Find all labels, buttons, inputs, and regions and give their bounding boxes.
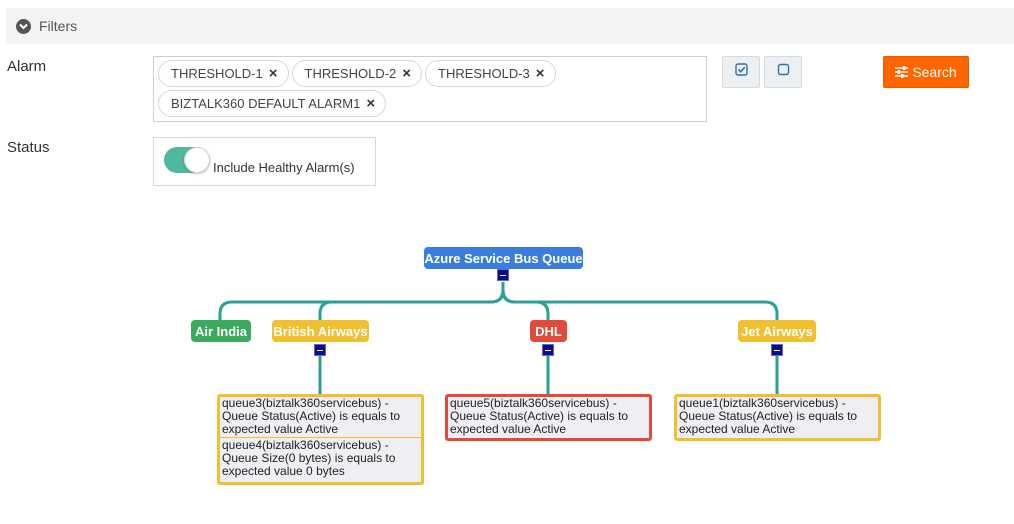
alarm-tag: THRESHOLD-1 × [158, 60, 289, 87]
filters-panel-header[interactable]: Filters [6, 8, 1014, 44]
toggle-knob [184, 147, 210, 173]
alarm-tag: THRESHOLD-3 × [425, 60, 556, 87]
alarm-multiselect[interactable]: THRESHOLD-1 × THRESHOLD-2 × THRESHOLD-3 … [153, 56, 707, 122]
alarm-tag-label: THRESHOLD-3 [438, 66, 530, 81]
alarm-tag-label: THRESHOLD-2 [304, 66, 397, 81]
alarm-detail-box: queue5(biztalk360servicebus) - Queue Sta… [445, 394, 652, 441]
close-icon[interactable]: × [402, 65, 412, 82]
collapse-icon[interactable] [314, 344, 326, 356]
alarm-tag-label: THRESHOLD-1 [171, 66, 263, 81]
tree-node-root[interactable]: Azure Service Bus Queue [424, 247, 583, 269]
alarm-tag: BIZTALK360 DEFAULT ALARM1 × [158, 90, 387, 117]
status-filter-box: Include Healthy Alarm(s) [153, 137, 376, 186]
connector-british-airways [318, 282, 505, 320]
collapse-icon[interactable] [542, 344, 554, 356]
tree-node-british-airways[interactable]: British Airways [272, 320, 369, 342]
alarm-detail-item: queue5(biztalk360servicebus) - Queue Sta… [450, 396, 629, 436]
tree-node-jet-airways[interactable]: Jet Airways [738, 320, 816, 342]
alarm-tag: THRESHOLD-2 × [291, 60, 423, 87]
connector-jet-airways [501, 282, 779, 320]
tree-node-dhl[interactable]: DHL [530, 320, 567, 342]
chevron-down-icon [16, 18, 31, 34]
close-icon[interactable]: × [268, 65, 278, 82]
collapse-icon[interactable] [771, 344, 783, 356]
alarm-detail-box: queue3(biztalk360servicebus) - Queue Sta… [217, 394, 424, 485]
sliders-icon [895, 66, 909, 78]
checkbox-empty-icon [777, 63, 790, 81]
alarm-label: Alarm [7, 58, 47, 75]
include-healthy-label: Include Healthy Alarm(s) [213, 160, 355, 175]
collapse-icon[interactable] [497, 269, 509, 281]
alarm-detail-box: queue1(biztalk360servicebus) - Queue Sta… [674, 394, 881, 441]
search-button-label: Search [912, 64, 957, 80]
clear-all-button[interactable] [764, 56, 802, 88]
close-icon[interactable]: × [535, 65, 545, 82]
alarm-detail-item: queue4(biztalk360servicebus) - Queue Siz… [220, 437, 421, 478]
status-label: Status [7, 139, 50, 156]
alarm-tag-label: BIZTALK360 DEFAULT ALARM1 [171, 96, 361, 111]
filters-title: Filters [39, 18, 78, 34]
search-button[interactable]: Search [883, 56, 969, 88]
include-healthy-toggle[interactable] [164, 147, 210, 173]
alarm-detail-item: queue3(biztalk360servicebus) - Queue Sta… [222, 396, 401, 436]
alarm-detail-item: queue1(biztalk360servicebus) - Queue Sta… [679, 396, 858, 436]
checkbox-checked-icon [734, 63, 748, 81]
select-all-button[interactable] [722, 56, 760, 88]
tree-node-air-india[interactable]: Air India [191, 320, 251, 342]
close-icon[interactable]: × [366, 95, 376, 112]
